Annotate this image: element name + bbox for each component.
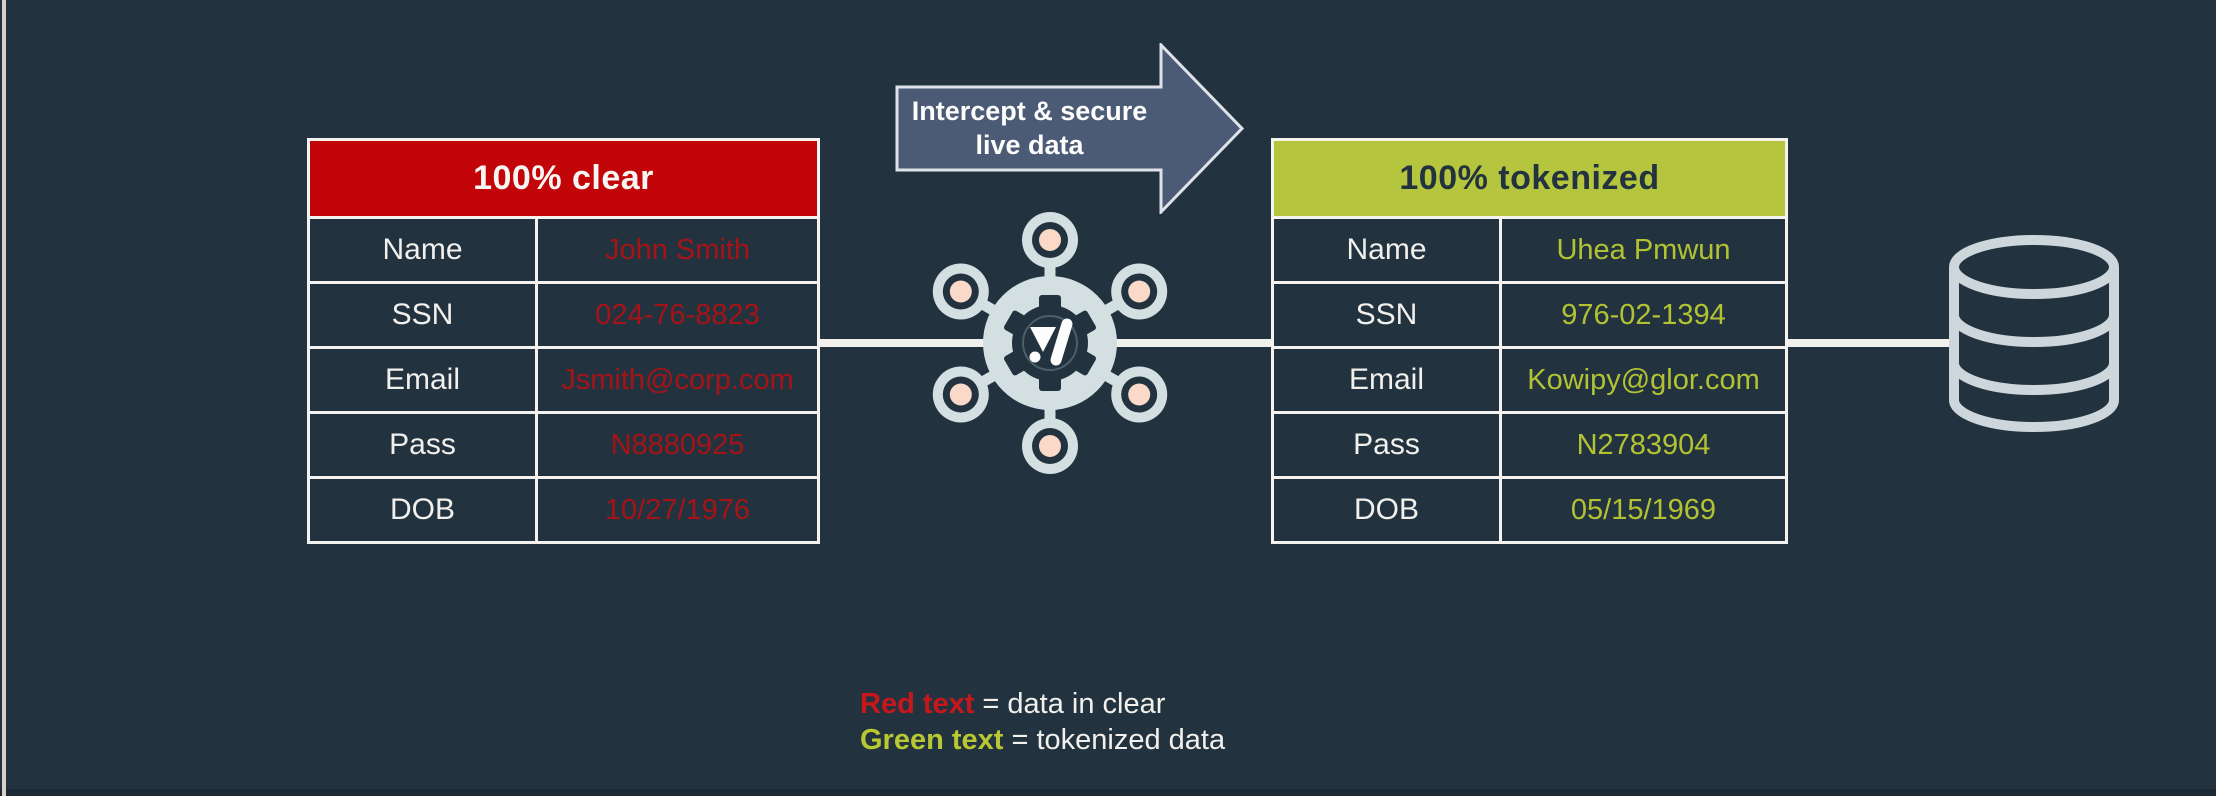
table-row: Name John Smith: [310, 216, 817, 281]
row-value: 976-02-1394: [1561, 298, 1726, 331]
legend-green-desc: = tokenized data: [1011, 724, 1226, 756]
row-value: 024-76-8823: [595, 298, 760, 331]
legend-line-red: Red text= data in clear: [860, 686, 1225, 722]
arrow-label-line1: Intercept & secure: [911, 95, 1148, 126]
row-label: SSN: [310, 284, 538, 346]
row-label: DOB: [310, 479, 538, 541]
table-row: Email Jsmith@corp.com: [310, 346, 817, 411]
row-label: Pass: [310, 414, 538, 476]
table-row: Email Kowipy@glor.com: [1274, 346, 1785, 411]
row-label: Pass: [1274, 414, 1502, 476]
tokenized-data-table: 100% tokenized Name Uhea Pmwun SSN 976-0…: [1271, 138, 1788, 544]
row-value: John Smith: [604, 233, 751, 266]
hub-logo: [1029, 318, 1073, 366]
row-label: DOB: [1274, 479, 1502, 541]
clear-data-table: 100% clear Name John Smith SSN 024-76-88…: [307, 138, 820, 544]
row-value: 10/27/1976: [604, 493, 751, 526]
bottom-edge-strip: [0, 789, 2216, 796]
table-row: Pass N2783904: [1274, 411, 1785, 476]
row-label: Name: [310, 219, 538, 281]
clear-table-header: 100% clear: [310, 141, 817, 216]
row-value: Uhea Pmwun: [1556, 233, 1731, 266]
row-value: N2783904: [1576, 428, 1711, 461]
hub-satellite-nodes: [932, 212, 1168, 474]
database-icon: [1949, 235, 2119, 432]
table-row: Pass N8880925: [310, 411, 817, 476]
row-value: Kowipy@glor.com: [1527, 363, 1760, 396]
tokenization-hub-icon: [932, 212, 1168, 474]
legend-line-green: Green text= tokenized data: [860, 722, 1225, 758]
table-row: Name Uhea Pmwun: [1274, 216, 1785, 281]
row-value: N8880925: [610, 428, 745, 461]
table-row: SSN 024-76-8823: [310, 281, 817, 346]
row-label: Email: [1274, 349, 1502, 411]
color-legend: Red text= data in clear Green text= toke…: [860, 686, 1225, 758]
data-flow-line-right: [1786, 339, 1951, 347]
intercept-arrow: [895, 43, 1245, 214]
table-row: SSN 976-02-1394: [1274, 281, 1785, 346]
table-row: DOB 10/27/1976: [310, 476, 817, 541]
arrow-label-line2: live data: [975, 129, 1084, 160]
legend-red-label: Red text: [860, 688, 975, 720]
row-value: 05/15/1969: [1570, 493, 1717, 526]
left-edge-line: [2, 0, 6, 796]
table-row: DOB 05/15/1969: [1274, 476, 1785, 541]
legend-red-desc: = data in clear: [982, 688, 1166, 720]
row-label: SSN: [1274, 284, 1502, 346]
legend-green-label: Green text: [860, 724, 1004, 756]
row-label: Name: [1274, 219, 1502, 281]
hub-gear: [1004, 295, 1096, 391]
intercept-arrow-label: Intercept & secure live data: [897, 87, 1162, 168]
tokenized-table-header: 100% tokenized: [1274, 141, 1785, 216]
row-value: Jsmith@corp.com: [561, 363, 794, 396]
row-label: Email: [310, 349, 538, 411]
